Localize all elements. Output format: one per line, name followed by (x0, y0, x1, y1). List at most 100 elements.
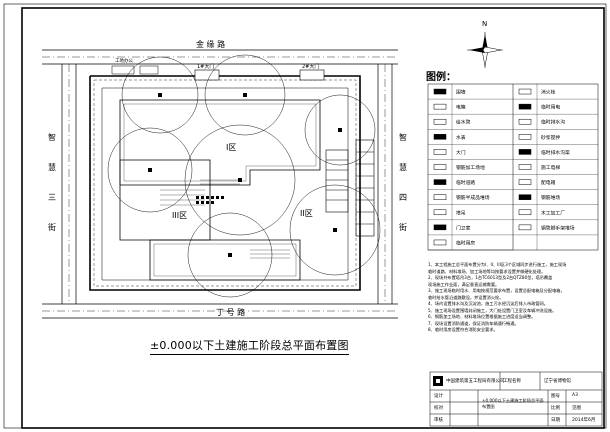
svg-text:智: 智 (48, 132, 56, 142)
svg-text:2#大门: 2#大门 (302, 63, 319, 70)
legend-symbol-icon (433, 209, 447, 216)
zone-ii-label: II区 (300, 209, 313, 218)
project-name: 辽宁省博物馆 (544, 379, 571, 384)
legend-symbol-icon (518, 118, 532, 125)
legend-item-label: 临时排水沟 (541, 119, 565, 126)
title-block-row: 设计 (434, 394, 443, 399)
general-notes: 1、本工程施工总平面布置分为I、II、III区3个区域同步进行施工，施工现场 临… (428, 262, 598, 334)
title-block (429, 371, 603, 427)
svg-text:街: 街 (48, 222, 56, 232)
note-line: 现场施工作业面，满足垂直运输需要。 (428, 281, 500, 287)
legend-symbol-icon (433, 224, 447, 231)
legend-item-label: 钢筋半成品堆场 (456, 194, 490, 201)
office-label: 工地办公 (115, 57, 133, 64)
legend-item-label: 钢筋堆场 (541, 194, 560, 201)
legend-symbol-icon (433, 179, 447, 185)
legend-item-label: 砂浆搅拌 (541, 134, 560, 141)
sheet-value: 见图 (572, 406, 581, 411)
road-north (42, 49, 398, 65)
title-block-row: 校对 (434, 406, 443, 411)
svg-text:慧: 慧 (48, 162, 56, 172)
legend-symbol-icon (518, 134, 532, 140)
zone-i-label: I区 (226, 143, 236, 152)
legend-item-label: 配电箱 (541, 179, 556, 186)
legend-item-label: 临时用房 (456, 239, 475, 246)
road-east-label: 智 慧 四 街 (399, 132, 407, 232)
legend-item-label: 门卫室 (456, 224, 471, 231)
gate-1: 1#大门 (194, 63, 220, 81)
note-line: 临时道路、材料堆场、加工场地等均按要求设置并做硬化处理。 (428, 268, 546, 274)
north-label: N (482, 20, 487, 28)
temporary-buildings (325, 139, 375, 237)
legend-item-label: 给水管 (456, 119, 471, 126)
note-line: 6、钢筋加工场地、材料堆场位置根据施工进度适当调整。 (428, 314, 536, 319)
legend-symbol-icon (518, 179, 532, 185)
note-line: 8、临时用房设置符合消防安全要求。 (428, 327, 498, 332)
north-arrow-icon (467, 32, 503, 68)
svg-text:1#大门: 1#大门 (197, 63, 214, 70)
road-east (377, 64, 393, 304)
gate-2: 2#大门 (299, 63, 325, 81)
legend-table (427, 83, 599, 251)
legend-symbol-icon (518, 103, 532, 110)
scale-value: A3 (572, 393, 578, 398)
date-label: 日期 (551, 418, 560, 423)
svg-text:智: 智 (399, 132, 407, 142)
company-name: 中国建筑第五工程局有限公司 (446, 379, 505, 384)
svg-text:三: 三 (48, 193, 56, 202)
legend-symbol-icon (433, 134, 447, 140)
sheet-label: 比例 (551, 406, 560, 411)
note-line: 2、现场共布置塔吊3台，1台TC6013型及2台QTZ80型，塔吊覆盖 (428, 275, 553, 280)
legend-symbol-icon (433, 118, 447, 125)
zone-iii-label: III区 (172, 211, 187, 220)
road-south (42, 303, 398, 319)
site-wall (89, 75, 361, 291)
legend-item-label: 临时用电 (541, 104, 560, 111)
legend-title: 图例： (426, 72, 456, 83)
plan-title: ±0.000以下土建施工阶段总平面布置图 (150, 337, 349, 355)
note-line: 3、施工现场临时用水、用电按规范要求布置，设置总配电箱及分配电箱， (428, 288, 565, 293)
company-logo-icon (433, 376, 443, 386)
note-line: 7、现场设置消防通道，保证消防车辆通行畅通。 (428, 320, 519, 326)
legend-symbol-icon (518, 209, 532, 216)
legend-item-label: 钢管脚手架堆场 (541, 224, 575, 231)
date-value: 2014年6月 (572, 418, 596, 423)
legend-item-label: 临时排水沟渠 (541, 149, 570, 156)
svg-text:街: 街 (399, 222, 407, 232)
note-line: 1、本工程施工总平面布置分为I、II、III区3个区域同步进行施工，施工现场 (428, 262, 567, 267)
tower-crane-radii (107, 54, 381, 298)
legend-item-label: 水表 (456, 134, 466, 141)
legend-symbol-icon (518, 149, 532, 155)
legend-item-label: 临时道路 (456, 179, 475, 186)
note-line: 4、场内设置排水沟及沉淀池，施工污水经沉淀后排入市政管网。 (428, 301, 548, 306)
legend-item-label: 大门 (456, 149, 466, 156)
zone-i-building (119, 99, 321, 186)
road-west (61, 64, 77, 304)
legend-item-label: 木工加工厂 (541, 209, 565, 216)
legend-symbol-icon (433, 194, 447, 200)
office-area (111, 65, 159, 75)
legend-symbol-icon (433, 149, 447, 155)
structure-hatching (160, 179, 290, 259)
legend-item-label: 电箱 (456, 104, 466, 111)
road-south-label: 丁 号 路 (216, 307, 245, 317)
tower-crane-icons (148, 93, 342, 257)
svg-text:四: 四 (399, 193, 407, 202)
note-line: 临时给水管沿道路敷设，并设置消火栓。 (428, 294, 504, 300)
legend-item-label: 钢筋加工场地 (456, 164, 485, 171)
legend-item-label: 围墙 (456, 89, 466, 96)
legend-item-label: 消火栓 (541, 89, 556, 96)
legend-symbol-icon (433, 239, 447, 246)
drawing-name: ±0.000以下土建施工阶段总平面布置图 (482, 398, 544, 409)
legend-item-label: 塔吊 (456, 209, 466, 216)
legend-symbol-icon (518, 164, 532, 170)
legend-symbol-icon (433, 164, 447, 170)
material-stacks (196, 196, 224, 204)
legend-symbol-icon (518, 88, 532, 95)
scale-label: 图号 (551, 394, 560, 399)
title-block-row: 审核 (434, 418, 443, 423)
svg-text:慧: 慧 (399, 162, 407, 172)
legend-symbol-icon (433, 88, 447, 95)
